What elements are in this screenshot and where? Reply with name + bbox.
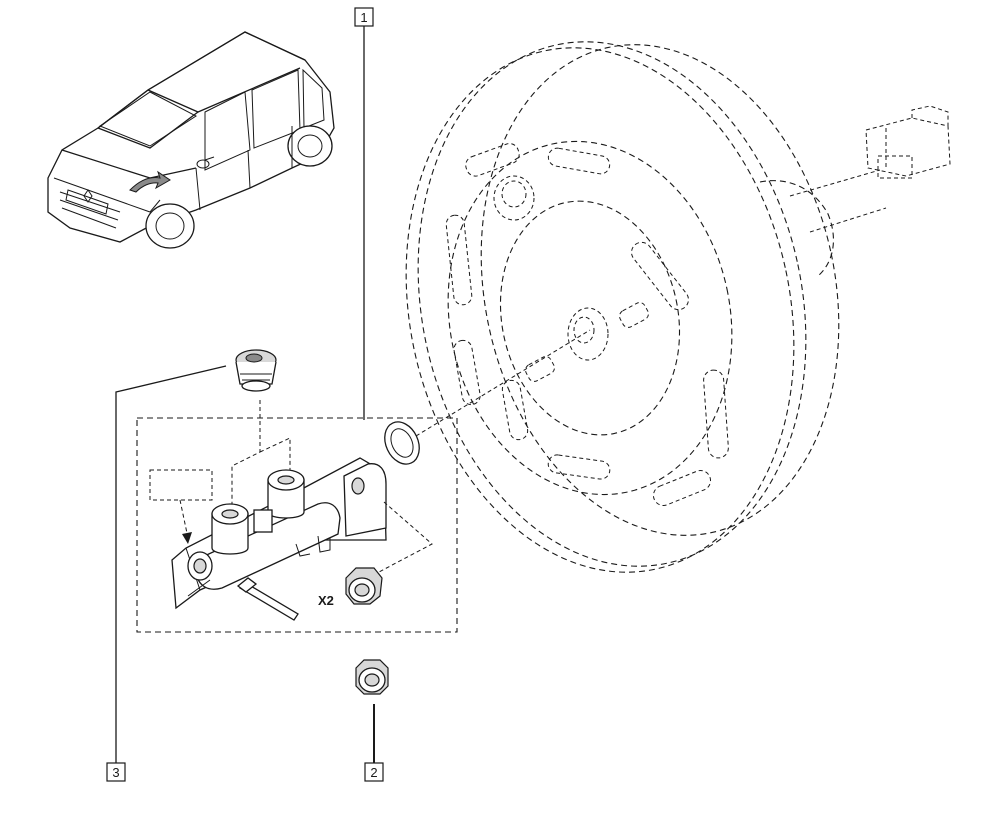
arrow-icon [182,532,192,544]
callout-1: 1 [354,7,374,420]
kit-boundary-box [136,417,458,633]
master-cylinder-icon [171,457,387,610]
car-hatchback-icon [47,31,335,249]
callout-3: 3 [106,365,227,782]
nut-icon [355,659,389,695]
reservoir-plug-icon [235,349,277,392]
brake-booster-icon [405,41,951,573]
nut-icon [345,567,383,605]
reference-label-box [149,469,213,501]
callout-3-label: 3 [112,765,119,780]
quantity-label: X2 [318,593,334,608]
callout-1-label: 1 [360,10,367,25]
callout-2: 2 [364,704,384,782]
seal-ring-icon [384,421,420,465]
pin-icon [236,577,299,621]
callout-2-label: 2 [370,765,377,780]
